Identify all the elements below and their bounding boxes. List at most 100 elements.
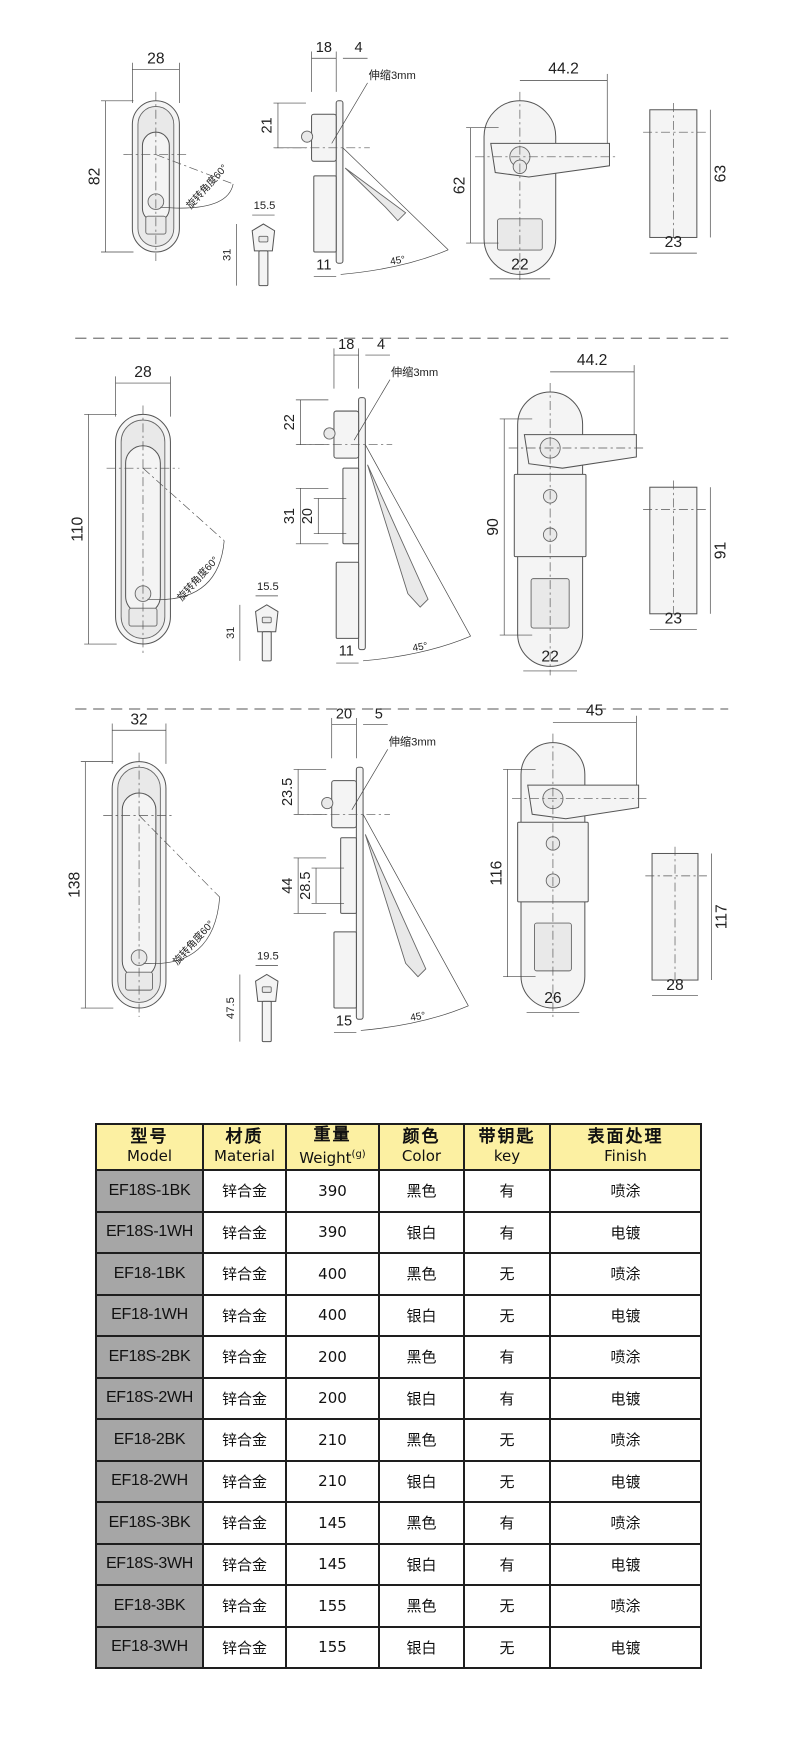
cell-finish: 喷涂 — [549, 1418, 702, 1462]
side-view-bracket — [342, 467, 360, 545]
back-view-latch — [533, 922, 572, 972]
front-height-label: 82 — [87, 168, 104, 185]
back-height-label: 62 — [452, 177, 469, 194]
side-bottom-label: 11 — [339, 644, 354, 660]
front-height-label: 110 — [70, 516, 87, 541]
cell-color: 银白 — [378, 1376, 465, 1420]
cell-material: 锌合金 — [202, 1169, 287, 1213]
cell-color: 黑色 — [378, 1418, 465, 1462]
side-depth-label: 20 — [336, 706, 352, 722]
cell-weight: 210 — [285, 1418, 380, 1462]
cell-color: 银白 — [378, 1459, 465, 1503]
side-view-lever-open — [344, 167, 407, 222]
header-en: Finish — [551, 1147, 700, 1166]
nut-icon — [301, 130, 314, 143]
cell-weight: 155 — [285, 1584, 380, 1628]
cell-key: 无 — [463, 1252, 551, 1296]
stroke-label: 伸缩3mm — [389, 736, 436, 749]
cell-material: 锌合金 — [202, 1542, 287, 1586]
cell-finish: 喷涂 — [549, 1584, 702, 1628]
rotation-angle-label: 旋转角度60° — [174, 554, 221, 604]
cell-key: 无 — [463, 1584, 551, 1628]
rotation-arc — [147, 540, 225, 601]
back-height-label: 90 — [485, 518, 502, 536]
header-unit: (g) — [351, 1149, 366, 1160]
angle-arc — [360, 1005, 469, 1031]
cell-color: 银白 — [378, 1293, 465, 1337]
rotation-arc — [143, 897, 221, 964]
cell-key: 有 — [463, 1210, 551, 1254]
cell-color: 黑色 — [378, 1584, 465, 1628]
rotation-line — [142, 467, 225, 541]
rotation-line — [138, 815, 220, 898]
side-offset-label: 4 — [377, 337, 385, 353]
cell-material: 锌合金 — [202, 1584, 287, 1628]
header-en: Weight(g) — [287, 1145, 378, 1168]
side-view-lock-body — [311, 113, 337, 162]
key-slot — [261, 616, 272, 624]
side-view-plate — [355, 766, 364, 1020]
header-cn: 颜色 — [402, 1127, 441, 1147]
back-lever-label: 44.2 — [577, 352, 608, 369]
block-height-label: 91 — [713, 542, 730, 559]
leader-line — [353, 379, 391, 441]
back-width-label: 22 — [511, 257, 528, 274]
key-blade — [261, 1000, 272, 1043]
key-width-label: 19.5 — [257, 950, 279, 962]
cell-material: 锌合金 — [202, 1625, 287, 1669]
header-en-label: key — [493, 1147, 521, 1165]
back-width-label: 26 — [544, 990, 562, 1007]
side-mid-inner-label: 28.5 — [298, 872, 314, 900]
angle-label: 45° — [389, 254, 406, 267]
header-en-label: Model — [126, 1147, 173, 1165]
header-en: Color — [380, 1147, 463, 1166]
cell-color: 黑色 — [378, 1252, 465, 1296]
angle-line — [362, 814, 469, 1006]
side-depth-label: 18 — [316, 40, 332, 56]
side-top-label: 23.5 — [280, 778, 296, 806]
side-depth-label: 18 — [338, 337, 354, 353]
angle-arc — [363, 635, 471, 662]
back-view-lever — [490, 142, 610, 178]
angle-arc — [340, 249, 449, 275]
side-mid-outer-label: 44 — [280, 878, 296, 894]
cell-model: EF18-1BK — [95, 1252, 204, 1296]
cell-model: EF18-2BK — [95, 1418, 204, 1462]
cell-key: 无 — [463, 1293, 551, 1337]
stroke-label: 伸缩3mm — [369, 69, 416, 82]
cell-color: 黑色 — [378, 1501, 465, 1545]
cell-color: 黑色 — [378, 1335, 465, 1379]
side-view-lever-open — [364, 834, 427, 978]
cell-model: EF18S-2WH — [95, 1376, 204, 1420]
nut-icon — [323, 427, 336, 440]
cell-model: EF18S-1BK — [95, 1169, 204, 1213]
cell-weight: 390 — [285, 1210, 380, 1254]
nut-icon — [321, 797, 334, 810]
key-slot — [258, 235, 269, 243]
cell-model: EF18-3BK — [95, 1584, 204, 1628]
angle-line — [342, 147, 449, 251]
cell-model: EF18S-3WH — [95, 1542, 204, 1586]
cell-material: 锌合金 — [202, 1418, 287, 1462]
cell-material: 锌合金 — [202, 1293, 287, 1337]
cell-weight: 390 — [285, 1169, 380, 1213]
block-width-label: 23 — [665, 611, 683, 628]
cell-weight: 400 — [285, 1293, 380, 1337]
cell-color: 银白 — [378, 1542, 465, 1586]
side-view-plate — [358, 397, 366, 651]
side-view-lock-body — [331, 780, 357, 829]
key-width-label: 15.5 — [257, 581, 279, 593]
cell-key: 有 — [463, 1376, 551, 1420]
key-length-label: 31 — [222, 249, 234, 261]
cell-finish: 喷涂 — [549, 1335, 702, 1379]
header-cn: 重量 — [313, 1125, 352, 1145]
angle-line — [365, 444, 471, 637]
